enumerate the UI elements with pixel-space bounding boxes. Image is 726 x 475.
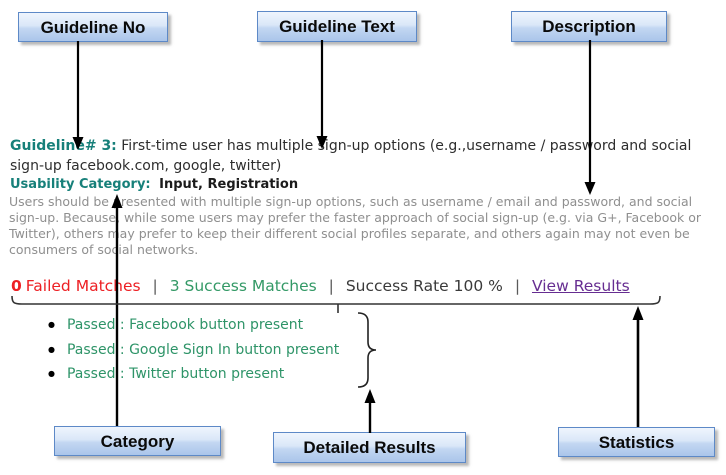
stats-underbrace: [11, 295, 661, 313]
callout-category: Category: [54, 426, 221, 456]
callout-guideline-no: Guideline No: [18, 12, 168, 42]
guideline-heading: Guideline# 3: First-time user has multip…: [10, 137, 708, 176]
callout-detailed-results-label: Detailed Results: [303, 438, 436, 457]
statistics-arrow: [632, 306, 644, 427]
callout-guideline-no-label: Guideline No: [40, 17, 146, 37]
failed-label: Failed Matches: [25, 277, 141, 295]
success-rate: Success Rate 100 %: [345, 277, 503, 295]
result-item: Passed : Google Sign In button present: [48, 339, 339, 364]
stats-separator: |: [152, 277, 158, 295]
callout-description: Description: [511, 11, 667, 42]
usability-category-line: Usability Category: Input, Registration: [10, 177, 298, 193]
detailed-results-list: Passed : Facebook button present Passed …: [48, 314, 339, 388]
stats-separator: |: [328, 277, 334, 295]
callout-statistics: Statistics: [558, 427, 715, 457]
guideline-text-arrow: [316, 40, 328, 149]
callout-guideline-text-label: Guideline Text: [279, 17, 395, 36]
failed-count: 0: [11, 277, 22, 295]
callout-category-label: Category: [100, 431, 175, 451]
category-arrow: [111, 194, 123, 426]
success-matches: 3 Success Matches: [169, 277, 317, 295]
results-brace: [357, 312, 377, 388]
detailed-results-arrow: [364, 389, 376, 433]
guideline-number: Guideline# 3:: [10, 138, 117, 154]
callout-description-label: Description: [542, 17, 636, 36]
view-results-link[interactable]: View Results: [531, 277, 630, 295]
callout-guideline-text: Guideline Text: [257, 11, 417, 42]
result-item: Passed : Twitter button present: [48, 363, 339, 388]
callout-statistics-label: Statistics: [598, 432, 675, 452]
usability-category-label: Usability Category:: [10, 177, 151, 192]
usability-category-value: Input, Registration: [159, 177, 299, 192]
guideline-description: Users should be presented with multiple …: [9, 194, 702, 257]
result-item: Passed : Facebook button present: [48, 314, 339, 339]
callout-detailed-results: Detailed Results: [273, 432, 466, 463]
guideline-title-text: First-time user has multiple sign-up opt…: [10, 138, 692, 174]
description-arrow: [584, 40, 596, 195]
guideline-no-arrow: [72, 41, 84, 150]
stats-separator: |: [514, 277, 521, 295]
